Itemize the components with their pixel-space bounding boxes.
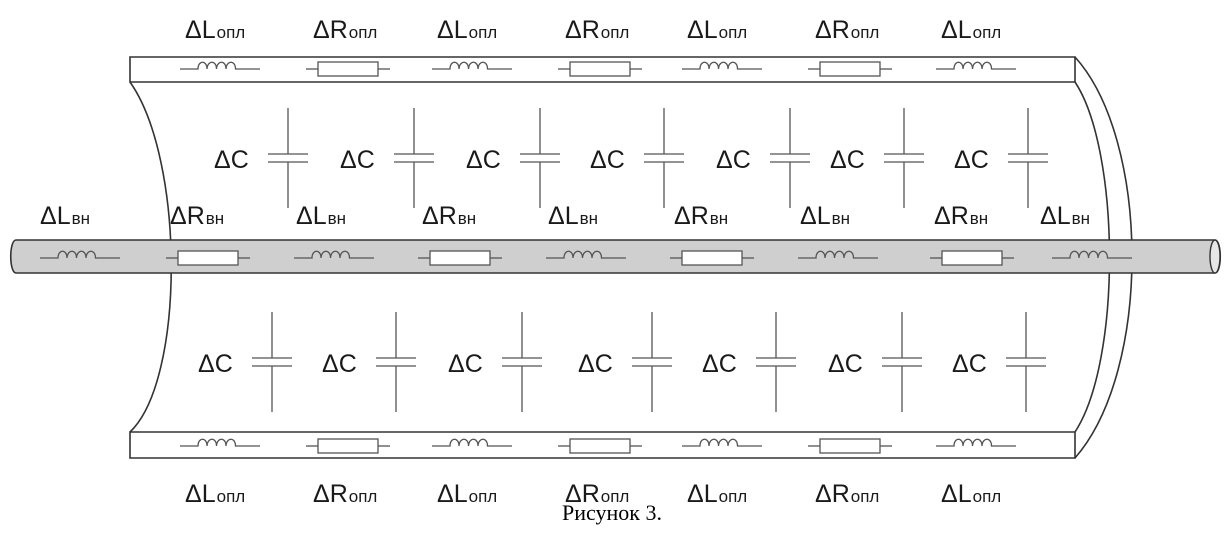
lower-capacitor xyxy=(632,312,672,412)
upper-capacitor xyxy=(1008,108,1048,208)
component-symbols xyxy=(40,61,1132,454)
lower-capacitor xyxy=(252,312,292,412)
outer-bottom-label: ΔLопл xyxy=(941,480,1001,508)
upper-capacitor xyxy=(520,108,560,208)
upper-capacitor-label: ΔC xyxy=(466,146,501,174)
inner-inductor xyxy=(294,250,374,259)
lower-capacitor xyxy=(756,312,796,412)
lower-capacitor-label: ΔC xyxy=(828,350,863,378)
upper-capacitor-label: ΔC xyxy=(830,146,865,174)
outer-bottom-inductor xyxy=(682,438,762,447)
outer-top-inductor xyxy=(432,61,512,70)
cable-body xyxy=(9,56,1222,459)
inner-conductor-end xyxy=(1209,239,1221,274)
lower-capacitor xyxy=(1006,312,1046,412)
inner-label: ΔLвн xyxy=(40,202,90,230)
figure-caption: Рисунок 3. xyxy=(562,500,662,525)
inner-label: ΔRвн xyxy=(934,202,988,230)
inner-resistor xyxy=(166,250,250,266)
lower-capacitor xyxy=(376,312,416,412)
outer-bottom-label: ΔLопл xyxy=(437,480,497,508)
outer-top-inductor xyxy=(180,61,260,70)
outer-bottom-label: ΔRопл xyxy=(313,480,377,508)
upper-capacitor xyxy=(394,108,434,208)
outer-top-label: ΔRопл xyxy=(815,16,879,44)
outer-top-inductor xyxy=(682,61,762,70)
lower-capacitor xyxy=(882,312,922,412)
inner-label: ΔLвн xyxy=(800,202,850,230)
outer-top-resistor xyxy=(306,61,390,77)
upper-capacitor-label: ΔC xyxy=(954,146,989,174)
inner-label: ΔRвн xyxy=(674,202,728,230)
inner-resistor xyxy=(670,250,754,266)
lower-capacitor-label: ΔC xyxy=(702,350,737,378)
outer-bottom-resistor xyxy=(306,438,390,454)
upper-capacitor-label: ΔC xyxy=(214,146,249,174)
upper-capacitor-label: ΔC xyxy=(590,146,625,174)
outer-top-label: ΔLопл xyxy=(437,16,497,44)
outer-bottom-inductor xyxy=(432,438,512,447)
inner-label: ΔLвн xyxy=(548,202,598,230)
outer-top-label: ΔRопл xyxy=(313,16,377,44)
outer-top-label: ΔLопл xyxy=(687,16,747,44)
inner-inductor xyxy=(546,250,626,259)
upper-capacitor-label: ΔC xyxy=(716,146,751,174)
inner-resistor xyxy=(930,250,1014,266)
lower-capacitor-label: ΔC xyxy=(578,350,613,378)
outer-bottom-label: ΔRопл xyxy=(815,480,879,508)
lower-capacitor xyxy=(502,312,542,412)
inner-inductor xyxy=(798,250,878,259)
outer-top-resistor xyxy=(558,61,642,77)
lower-capacitor-label: ΔC xyxy=(448,350,483,378)
inner-label: ΔRвн xyxy=(422,202,476,230)
outer-bottom-inductor xyxy=(936,438,1016,447)
upper-capacitor xyxy=(268,108,308,208)
inner-label: ΔLвн xyxy=(296,202,346,230)
lower-capacitor-label: ΔC xyxy=(198,350,233,378)
upper-capacitor xyxy=(884,108,924,208)
outer-bottom-label: ΔLопл xyxy=(687,480,747,508)
outer-bottom-label: ΔLопл xyxy=(185,480,245,508)
outer-top-inductor xyxy=(936,61,1016,70)
upper-capacitor-label: ΔC xyxy=(340,146,375,174)
inner-label: ΔLвн xyxy=(1040,202,1090,230)
outer-top-label: ΔLопл xyxy=(941,16,1001,44)
outer-bottom-label: ΔRопл xyxy=(565,480,629,508)
outer-top-label: ΔLопл xyxy=(185,16,245,44)
outer-bottom-resistor xyxy=(558,438,642,454)
inner-resistor xyxy=(418,250,502,266)
outer-top-label: ΔRопл xyxy=(565,16,629,44)
outer-bottom-resistor xyxy=(808,438,892,454)
upper-capacitor xyxy=(770,108,810,208)
outer-bottom-inductor xyxy=(180,438,260,447)
lower-capacitor-label: ΔC xyxy=(952,350,987,378)
lower-capacitor-label: ΔC xyxy=(322,350,357,378)
outer-top-resistor xyxy=(808,61,892,77)
inner-inductor xyxy=(1052,250,1132,259)
inner-inductor xyxy=(40,250,120,259)
upper-capacitor xyxy=(644,108,684,208)
inner-label: ΔRвн xyxy=(170,202,224,230)
